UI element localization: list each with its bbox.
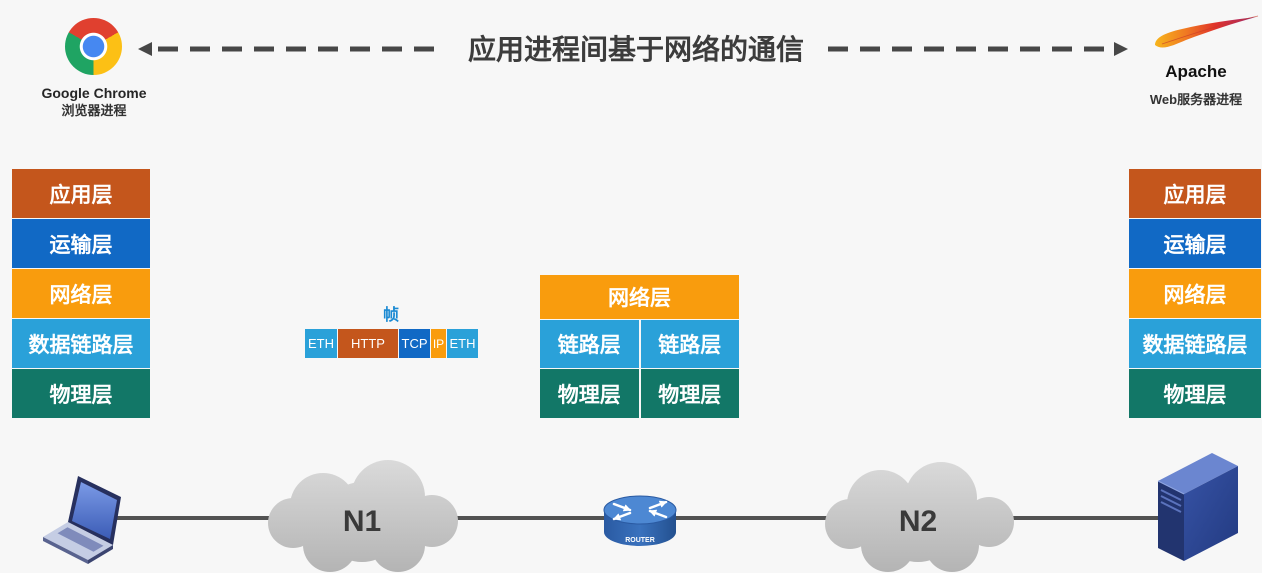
- cloud-n2: N2: [825, 462, 1014, 572]
- cloud-icon: [825, 462, 1014, 572]
- frame-label: 帧: [382, 307, 399, 324]
- router-layer-link-left: 链路层: [540, 320, 639, 368]
- client-layer-transport: 运输层: [12, 219, 150, 268]
- router-layer-link-right: 链路层: [640, 320, 739, 368]
- frame-segment-tcp: TCP: [399, 329, 430, 358]
- laptop-icon: [43, 476, 121, 564]
- network-n1-label: N1: [343, 505, 381, 538]
- client-layer-physical: 物理层: [12, 369, 150, 418]
- client-caption: Google Chrome 浏览器进程: [30, 85, 158, 119]
- router-protocol-stack: 网络层 链路层 链路层 物理层 物理层: [540, 275, 739, 418]
- client-app-name: Google Chrome: [41, 85, 147, 101]
- diagram-title: 应用进程间基于网络的通信: [467, 34, 804, 65]
- client-layer-network: 网络层: [12, 269, 150, 318]
- router-physical-row: 物理层 物理层: [540, 369, 739, 418]
- server-layer-network: 网络层: [1129, 269, 1261, 318]
- chrome-logo-icon: [65, 18, 122, 75]
- client-process-label: 浏览器进程: [61, 103, 127, 118]
- frame-segment-eth-header: ETH: [305, 329, 337, 358]
- server-layer-application: 应用层: [1129, 169, 1261, 218]
- arrow-left-icon: [138, 42, 440, 56]
- arrow-right-icon: [828, 42, 1128, 56]
- server-protocol-stack: 应用层 运输层 网络层 数据链路层 物理层: [1129, 169, 1261, 418]
- server-layer-datalink: 数据链路层: [1129, 319, 1261, 368]
- frame-packet: ETH HTTP TCP IP ETH: [305, 329, 478, 358]
- server-process-label: Web服务器进程: [1149, 92, 1243, 107]
- router-layer-network: 网络层: [540, 275, 739, 319]
- apache-feather-icon: [1155, 15, 1259, 48]
- frame-segment-ip: IP: [431, 329, 446, 358]
- server-layer-physical: 物理层: [1129, 369, 1261, 418]
- router-icon: ROUTER: [603, 495, 677, 546]
- frame-segment-eth-trailer: ETH: [447, 329, 478, 358]
- server-app-name: Apache: [1165, 62, 1227, 81]
- router-label: ROUTER: [625, 537, 655, 544]
- network-topology: N1 ROUTER N2: [43, 453, 1238, 572]
- client-layer-application: 应用层: [12, 169, 150, 218]
- client-layer-datalink: 数据链路层: [12, 319, 150, 368]
- server-caption: Apache Web服务器进程: [1136, 61, 1256, 108]
- cloud-icon: [268, 460, 458, 572]
- server-tower-icon: [1157, 453, 1238, 561]
- client-protocol-stack: 应用层 运输层 网络层 数据链路层 物理层: [12, 169, 150, 418]
- server-layer-transport: 运输层: [1129, 219, 1261, 268]
- router-layer-physical-left: 物理层: [540, 369, 639, 418]
- network-n2-label: N2: [899, 505, 937, 538]
- cloud-n1: N1: [268, 460, 458, 572]
- frame-segment-http: HTTP: [338, 329, 398, 358]
- router-link-row: 链路层 链路层: [540, 320, 739, 368]
- router-layer-physical-right: 物理层: [640, 369, 739, 418]
